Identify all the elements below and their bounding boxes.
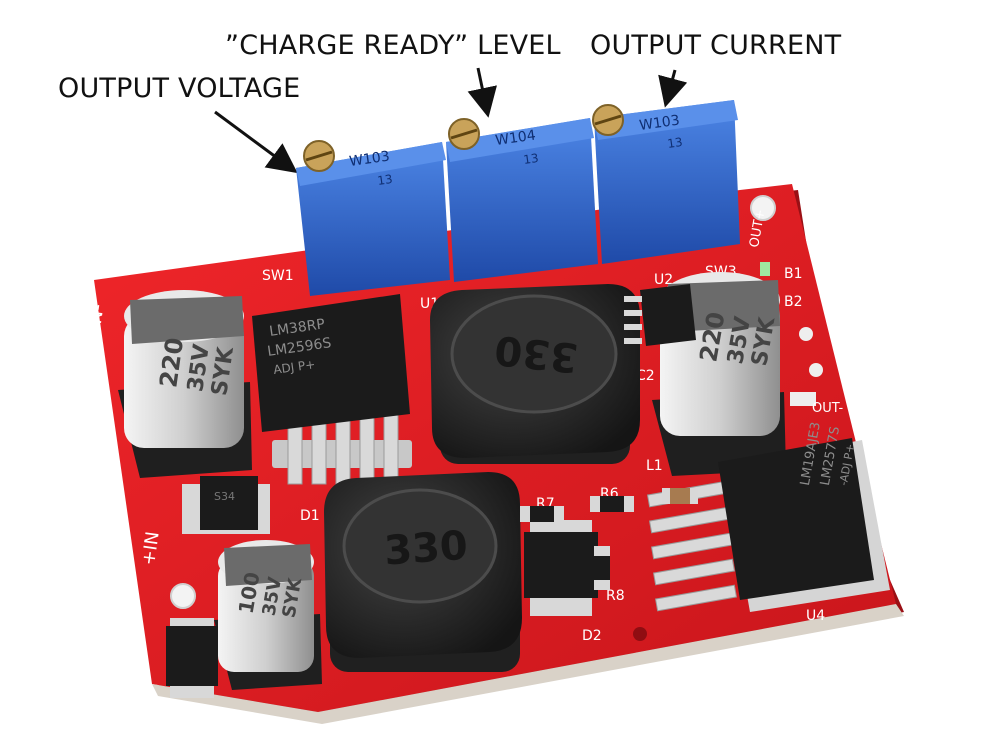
resistor-r7 — [520, 506, 564, 522]
pot1-sub: 13 — [376, 172, 393, 188]
silk-r8: R8 — [606, 588, 625, 604]
silk-c2: C2 — [636, 368, 655, 384]
resistor-r8 — [594, 546, 610, 590]
arrow-output-voltage — [214, 110, 298, 174]
d1-marking: S34 — [214, 490, 235, 503]
silk-b1: B1 — [784, 266, 803, 282]
chip-u2 — [624, 284, 696, 346]
inductor-top: 330 — [430, 284, 640, 464]
chip-u1: LM38RP LM2596S ADJ P+ — [252, 294, 412, 485]
mounting-hole — [750, 195, 776, 221]
silk-d2: D2 — [582, 628, 602, 644]
capacitor-left: 220 35V SYK — [118, 290, 252, 478]
trimmer-pot-current[interactable]: W103 13 — [592, 100, 740, 264]
u1-line3: ADJ P+ — [272, 357, 316, 377]
pot3-marking: W103 — [638, 112, 680, 133]
pot2-marking: W104 — [494, 127, 536, 149]
silk-in-plus: +IN — [138, 530, 164, 566]
silk-out-plus: OUT+ — [747, 208, 768, 249]
charge-ready-level-label: ”CHARGE READY” LEVEL — [225, 30, 561, 61]
arrow-charge-ready — [467, 67, 497, 118]
u1-line1: LM38RP — [268, 316, 326, 340]
trimmer-pot-voltage[interactable]: W103 13 — [296, 140, 450, 296]
pad — [809, 363, 823, 377]
output-current-label: OUTPUT CURRENT — [590, 30, 842, 61]
pad — [790, 392, 816, 406]
inductor-bottom-marking: 330 — [383, 523, 470, 575]
silk-out-minus: OUT- — [812, 401, 843, 416]
pad — [799, 327, 813, 341]
trimmer-pot-charge-ready[interactable]: W104 13 — [446, 118, 598, 282]
led — [760, 262, 770, 276]
mounting-hole — [170, 583, 196, 609]
cap-left-value: 220 — [154, 336, 189, 390]
silk-sw1: SW1 — [262, 268, 294, 284]
capacitor-smd — [662, 488, 698, 504]
silk-u4: U4 — [806, 608, 825, 624]
via-hole — [633, 627, 647, 641]
silk-in-minus: IN- — [84, 303, 108, 331]
inductor-top-marking: 330 — [492, 326, 580, 380]
diode-d2 — [524, 520, 598, 616]
arrow-output-current — [658, 69, 688, 108]
capacitor-small: 100 35V SYK — [214, 540, 322, 690]
diode-small-left — [166, 618, 218, 698]
pot1-marking: W103 — [348, 148, 390, 169]
pot2-sub: 13 — [522, 151, 539, 167]
output-voltage-label: OUTPUT VOLTAGE — [58, 73, 301, 104]
silk-l1: L1 — [646, 458, 663, 474]
silk-b2: B2 — [784, 294, 803, 310]
inductor-bottom: 330 — [324, 472, 522, 672]
diode-d1: S34 — [182, 476, 270, 534]
resistor-r6 — [590, 496, 634, 512]
silk-d1: D1 — [300, 508, 320, 524]
pot3-sub: 13 — [666, 135, 683, 151]
